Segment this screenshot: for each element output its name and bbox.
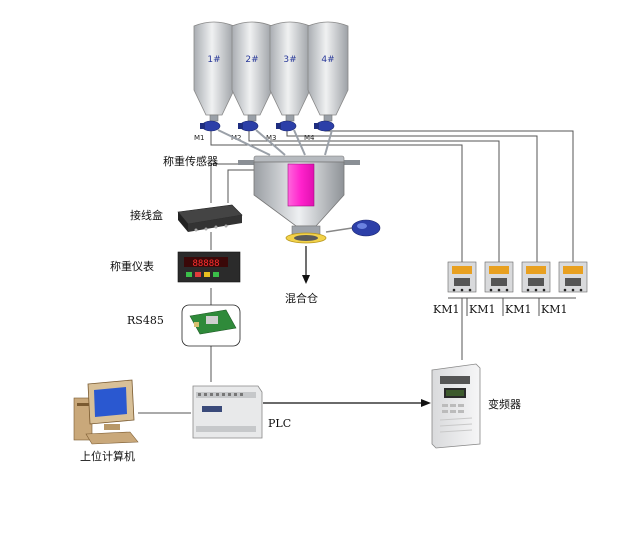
silo-1-label: 1# <box>207 55 220 65</box>
contactor-2-label: KM1 <box>469 303 495 316</box>
silo-3-label: 3# <box>283 55 296 65</box>
rs485-label: RS485 <box>127 314 164 327</box>
hopper-level-window <box>287 163 315 207</box>
silo-4: 4# <box>307 21 349 116</box>
silo-4-label: 4# <box>321 55 334 65</box>
weigh-meter-label: 称重仪表 <box>110 259 154 273</box>
plc-unit <box>192 385 263 439</box>
contactor-1-label: KM1 <box>433 303 459 316</box>
contactor-3 <box>521 261 551 293</box>
host-computer-label: 上位计算机 <box>80 449 135 463</box>
contactor-2 <box>484 261 514 293</box>
feeder-motor-m3: M3 <box>266 120 297 142</box>
motor-m3-label: M3 <box>266 134 277 142</box>
inverter-unit <box>431 363 481 449</box>
contactor-4-label: KM1 <box>541 303 567 316</box>
motor-m1-label: M1 <box>194 134 205 142</box>
monitor-screen-icon <box>94 387 127 417</box>
silo-3: 3# <box>269 21 311 116</box>
weighing-hopper <box>238 155 381 244</box>
weigh-sensor-label: 称重传感器 <box>163 154 218 168</box>
discharge-arrow <box>302 246 310 284</box>
contactor-1 <box>447 261 477 293</box>
motor-m4-label: M4 <box>304 134 315 142</box>
junction-box-label: 接线盒 <box>130 208 163 222</box>
contactor-4 <box>558 261 588 293</box>
mixing-bin-label: 混合仓 <box>285 291 318 305</box>
junction-box <box>177 204 243 232</box>
contactor-3-label: KM1 <box>505 303 531 316</box>
silo-2: 2# <box>231 21 273 116</box>
inverter-label: 变频器 <box>488 397 521 411</box>
silo-2-label: 2# <box>245 55 258 65</box>
plc-to-inverter-arrow <box>263 399 431 407</box>
rs485-module <box>181 304 241 347</box>
meter-display: 88888 <box>192 259 219 269</box>
discharge-motor-icon <box>351 219 381 237</box>
host-computer <box>73 379 139 445</box>
plc-label: PLC <box>268 417 291 430</box>
weighing-meter: 88888 <box>177 251 241 283</box>
feeder-motor-m4: M4 <box>304 120 335 142</box>
feeder-motor-m1: M1 <box>194 120 221 142</box>
silo-1: 1# <box>193 21 235 116</box>
